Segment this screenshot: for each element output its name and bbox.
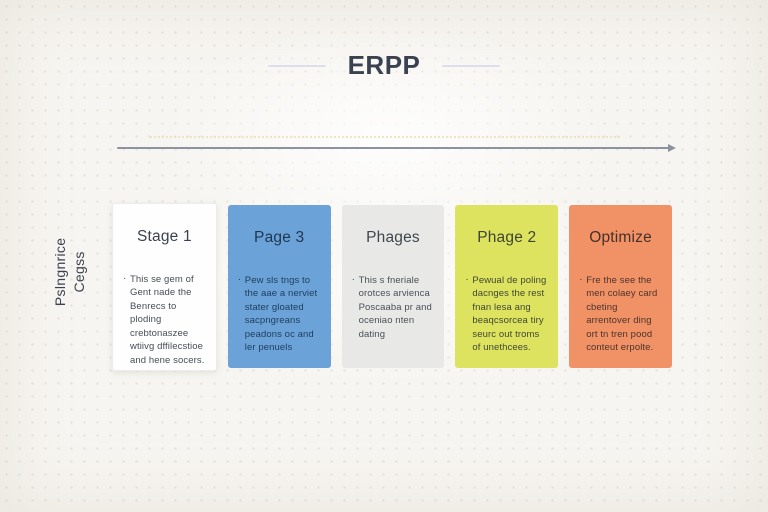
stage-card-text: Fre the see the men colaey card cbeting …: [586, 275, 658, 354]
stage-card-5: Optimize · Fre the see the men colaey ca…: [569, 205, 672, 368]
stage-card-body: · Pew sls tngs to the aae a nerviet stat…: [237, 274, 322, 355]
stage-card-title: Page 3: [254, 229, 305, 246]
stage-card-body: · This s fneriale orotces arvienca Posca…: [351, 274, 436, 341]
page-title: ERPP: [347, 50, 421, 80]
stage-card-title: Stage 1: [136, 228, 192, 245]
bullet-marker: ·: [465, 274, 469, 285]
stage-card-body: · Pewual de poling dacnges the rest fnan…: [464, 274, 549, 355]
title-row: ERPP: [0, 50, 768, 81]
process-axis-label: Pslngnrice Cegss: [51, 210, 89, 334]
axis-label-line1: Pslngnrice: [52, 237, 69, 307]
bullet-marker: ·: [237, 274, 242, 285]
stage-card-text: This s fneriale orotces arvienca Poscaab…: [358, 275, 432, 340]
bullet-marker: ·: [579, 274, 583, 285]
dotted-guide-line: [150, 136, 620, 138]
stage-card-text: Pew sls tngs to the aae a nerviet stater…: [244, 275, 318, 354]
stage-card-1: Stage 1 · This se gem of Gent nade the B…: [112, 203, 217, 371]
stage-card-text: Pewual de poling dacnges the rest fnan l…: [472, 275, 547, 354]
title-right-rule: [442, 64, 501, 67]
stage-card-body: · Fre the see the men colaey card cbetin…: [578, 274, 663, 355]
axis-label-line2: Cegss: [71, 251, 87, 293]
stage-card-title: Phages: [366, 229, 420, 246]
title-left-rule: [267, 64, 326, 67]
arrowhead-icon: [668, 144, 676, 152]
stage-cards-row: Stage 1 · This se gem of Gent nade the B…: [112, 203, 672, 371]
stage-card-text: This se gem of Gent nade the Benrecs to …: [130, 274, 205, 366]
stage-card-3: Phages · This s fneriale orotces arvienc…: [341, 205, 445, 368]
stage-card-title: Phage 2: [477, 229, 537, 246]
stage-card-body: · This se gem of Gent nade the Benrecs t…: [122, 273, 207, 367]
stage-card-4: Phage 2 · Pewual de poling dacnges the r…: [455, 205, 559, 368]
stage-card-2: Page 3 · Pew sls tngs to the aae a nervi…: [227, 205, 331, 368]
timeline-arrow: [117, 144, 676, 152]
bullet-marker: ·: [351, 274, 356, 285]
bullet-marker: ·: [123, 273, 127, 284]
stage-card-title: Optimize: [589, 229, 652, 246]
